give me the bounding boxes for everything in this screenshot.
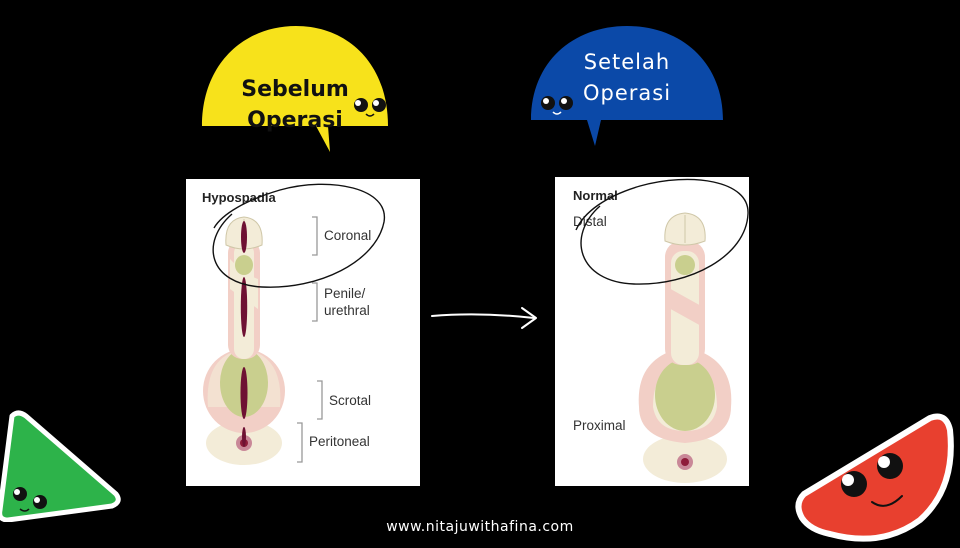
triangle-face-icon [0, 410, 121, 522]
bubble-after-line2: Operasi [582, 81, 672, 105]
speech-bubble-icon [531, 26, 723, 146]
scrotal-label: Scrotal [329, 393, 372, 408]
bubble-before-line2: Operasi [247, 108, 343, 133]
bubble-before-line1: Sebelum [241, 77, 349, 102]
hypospadia-panel: Hypospadia Coronal Penile/ urethral Scro… [186, 179, 420, 486]
coronal-label: Coronal [324, 228, 372, 243]
normal-panel: Normal Distal Proximal [555, 177, 749, 486]
hypospadia-illustration [203, 216, 323, 465]
peritoneal-label: Peritoneal [309, 434, 370, 449]
bubble-after-line1: Setelah [583, 50, 671, 74]
normal-illustration [638, 212, 732, 483]
bubble-after-text: Setelah Operasi [529, 47, 725, 109]
eyes-face-icon [541, 96, 573, 115]
distal-label: Distal [573, 214, 607, 229]
footer-url[interactable]: www.nitajuwithafina.com [386, 519, 574, 535]
speech-bubble-icon [202, 26, 388, 152]
normal-title: Normal [573, 188, 618, 203]
speech-bubble-before: Sebelum Operasi [198, 24, 392, 156]
hypospadia-title: Hypospadia [202, 190, 276, 205]
watermelon-face-icon [795, 413, 954, 542]
arrow-right-icon [431, 307, 537, 329]
penile-urethral-label: Penile/ urethral [324, 286, 370, 318]
eyes-face-icon [354, 98, 386, 117]
bubble-before-text: Sebelum Operasi [198, 74, 392, 136]
proximal-label: Proximal [573, 418, 626, 433]
speech-bubble-after: Setelah Operasi [529, 24, 725, 150]
